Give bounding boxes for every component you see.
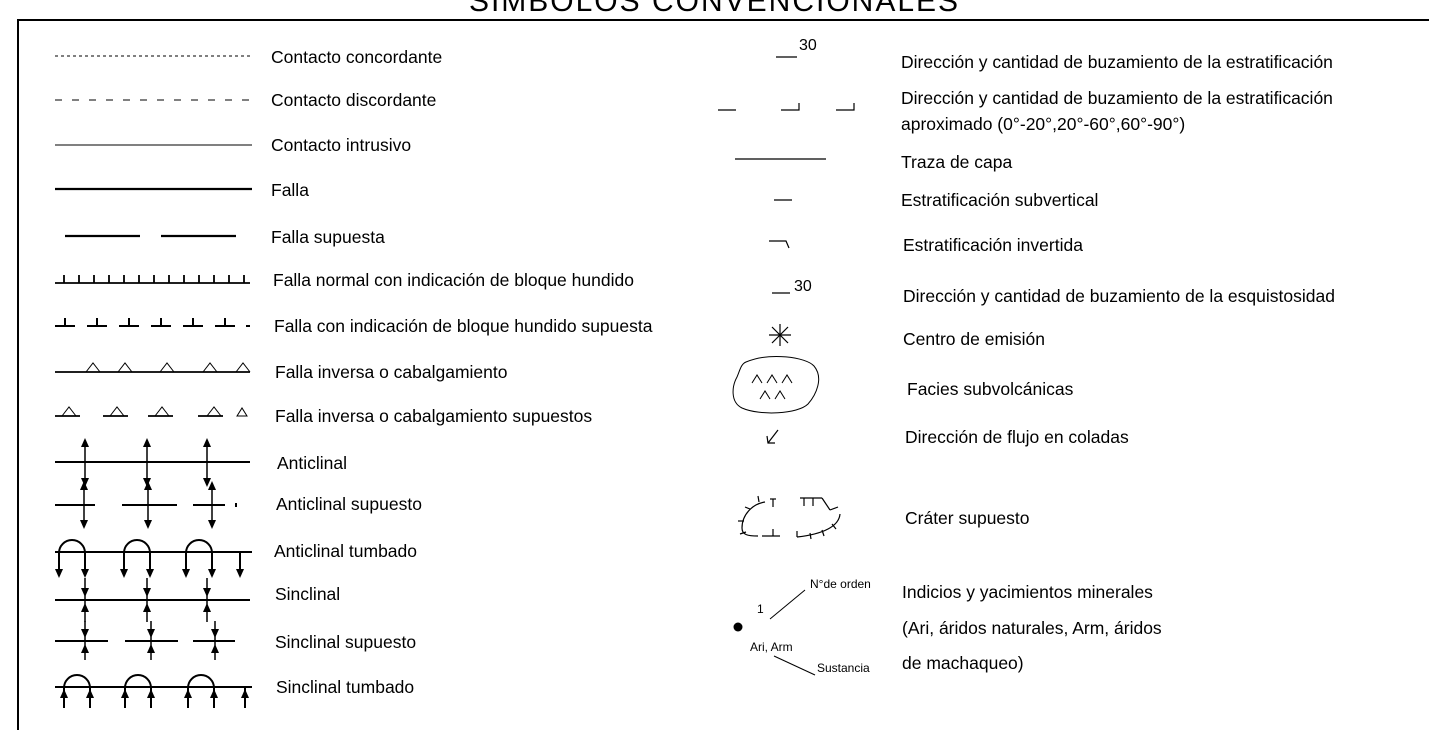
mineral-occurrence-icon <box>769 589 816 676</box>
label-mineral-occurrences-line3: de machaqueo) <box>902 653 1024 673</box>
legend-title: SIMBOLOS CONVENCIONALES <box>468 0 961 18</box>
label-mineral-occurrences-line2: (Ari, áridos naturales, Arm, áridos <box>902 618 1162 638</box>
label-intrusive-contact: Contacto intrusivo <box>271 135 412 155</box>
thrust-fault-symbol <box>55 362 251 373</box>
inferred-anticline-symbol <box>55 484 237 526</box>
label-inferred-normal-fault: Falla con indicación de bloque hundido s… <box>274 316 653 336</box>
legend-frame <box>17 19 1429 730</box>
label-approx-bedding-dip: Dirección y cantidad de buzamiento de la… <box>901 88 1333 108</box>
inferred-crater-icon <box>738 495 841 540</box>
inferred-syncline-symbol <box>55 621 235 660</box>
label-overturned-bedding: Estratificación invertida <box>903 235 1083 255</box>
syncline-symbol <box>55 578 250 622</box>
subvolcanic-facies-icon <box>732 356 820 414</box>
label-overturned-syncline: Sinclinal tumbado <box>276 677 415 697</box>
label-subvolcanic-facies: Facies subvolcánicas <box>907 379 1074 399</box>
substance-code: Ari, Arm <box>750 640 793 654</box>
label-inferred-fault: Falla supuesta <box>271 227 385 247</box>
label-syncline: Sinclinal <box>275 584 341 604</box>
anticline-symbol <box>55 441 250 484</box>
label-inferred-anticline: Anticlinal supuesto <box>276 494 422 514</box>
schistosity-value-label: 30 <box>794 278 812 295</box>
eruption-center-icon <box>769 324 791 346</box>
label-eruption-center: Centro de emisión <box>903 329 1046 349</box>
label-normal-fault: Falla normal con indicación de bloque hu… <box>273 270 634 290</box>
label-overturned-anticline: Anticlinal tumbado <box>274 541 417 561</box>
approx-bedding-dip-symbols <box>718 103 855 111</box>
label-subvertical-bedding: Estratificación subvertical <box>901 190 1099 210</box>
label-bedding-dip: Dirección y cantidad de buzamiento de la… <box>901 52 1333 72</box>
label-bed-trace: Traza de capa <box>901 152 1013 172</box>
dip-value-label: 30 <box>799 37 817 54</box>
overturned-bedding-symbol <box>769 240 790 249</box>
label-approx-bedding-dip-ranges: aproximado (0°-20°,20°-60°,60°-90°) <box>901 114 1186 134</box>
label-flow-direction: Dirección de flujo en coladas <box>905 427 1129 447</box>
label-thrust-fault: Falla inversa o cabalgamiento <box>275 362 508 382</box>
substance-label: Sustancia <box>817 661 870 675</box>
label-anticline: Anticlinal <box>277 453 348 473</box>
mineral-occurrence-dot <box>733 622 743 632</box>
label-schistosity-dip: Dirección y cantidad de buzamiento de la… <box>903 286 1335 306</box>
inferred-normal-fault-symbol <box>55 318 250 327</box>
label-fault: Falla <box>271 180 309 200</box>
label-mineral-occurrences: Indicios y yacimientos minerales <box>902 582 1153 602</box>
order-number: 1 <box>757 602 764 616</box>
inferred-thrust-fault-symbol <box>55 406 248 417</box>
overturned-anticline-symbol <box>55 539 252 572</box>
normal-fault-symbol <box>55 275 250 284</box>
flow-direction-arrow-icon <box>766 429 779 444</box>
order-label: N°de orden <box>810 577 871 591</box>
label-discordant-contact: Contacto discordante <box>271 90 437 110</box>
label-inferred-thrust-fault: Falla inversa o cabalgamiento supuestos <box>275 406 593 426</box>
label-inferred-crater: Cráter supuesto <box>905 508 1030 528</box>
label-concordant-contact: Contacto concordante <box>271 47 443 67</box>
label-inferred-syncline: Sinclinal supuesto <box>275 632 417 652</box>
